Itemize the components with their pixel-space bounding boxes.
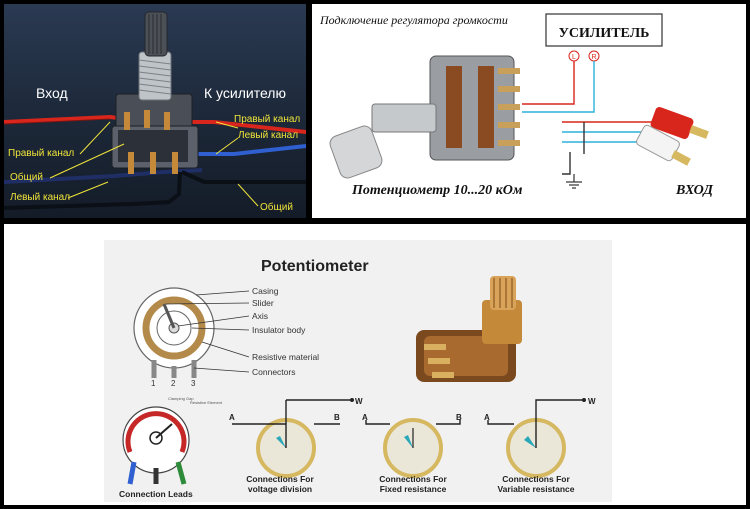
wire-shade: [4, 118, 111, 125]
potentiometer-structure-drawing: Potentiometer Casing Slider Axis Insulat…: [119, 258, 596, 499]
callout-lines: [49, 121, 259, 207]
pot-knob: [329, 125, 383, 179]
resistive-element-label: Resistive Element: [190, 400, 223, 405]
v3-caption-line2: Variable resistance: [497, 484, 574, 494]
pot-photo: [416, 276, 522, 382]
common-input-wire: [4, 171, 182, 210]
v1-caption-line1: Connections For: [246, 474, 314, 484]
pot-pin: [172, 152, 178, 174]
left-channel-output-wire: [194, 144, 306, 156]
pin-2-label: 2: [171, 379, 176, 388]
v1-w-label: W: [355, 397, 363, 406]
callout-casing: Casing: [252, 286, 279, 296]
v2-caption-line2: Fixed resistance: [380, 484, 447, 494]
potentiometer-title: Potentiometer: [261, 258, 369, 275]
volume-control-drawing: Подключение регулятора громкости УСИЛИТЕ…: [319, 13, 713, 198]
wiring-3d-drawing: Вход К усилителю Правый канал Общий Левы…: [4, 11, 306, 213]
pot-bushing: [138, 51, 172, 101]
v1-caption-line2: voltage division: [248, 484, 312, 494]
pot-pin: [124, 112, 130, 130]
input-label: Вход: [36, 85, 68, 101]
pot-pin: [150, 152, 156, 174]
pot-pin: [144, 110, 150, 128]
common-output-wire: [181, 170, 306, 184]
v3-w-label: W: [588, 397, 596, 406]
fixed-resistance-diagram: [365, 418, 461, 478]
left-channel-label-right: Левый канал: [238, 130, 298, 141]
pot-shaft: [144, 11, 168, 57]
input-label: ВХОД: [675, 183, 713, 198]
v2-a-label: A: [362, 413, 368, 422]
potentiometer-figure: Potentiometer Casing Slider Axis Insulat…: [104, 240, 612, 502]
variable-resistance-diagram: [487, 398, 586, 478]
l-marker-text: L: [572, 54, 576, 61]
amplifier-label: УСИЛИТЕЛЬ: [559, 26, 650, 41]
v1-b-label: B: [334, 413, 340, 422]
callout-axis: Axis: [252, 311, 268, 321]
pot-wafer: [446, 66, 462, 148]
to-amplifier-label: К усилителю: [204, 85, 286, 101]
voltage-division-diagram: [232, 398, 354, 478]
ground-symbol: [566, 174, 582, 189]
pot-pin: [164, 112, 170, 130]
potentiometer-structure-panel: Potentiometer Casing Slider Axis Insulat…: [4, 224, 746, 505]
connection-leads-diagram: [122, 406, 190, 485]
r-marker-text: R: [591, 54, 596, 61]
signal-wires: [522, 61, 652, 175]
right-channel-label-left: Правый канал: [8, 148, 74, 159]
connection-leads-label: Connection Leads: [119, 489, 193, 499]
amplifier-box: [545, 13, 663, 47]
volume-control-panel: Подключение регулятора громкости УСИЛИТЕ…: [312, 4, 746, 218]
pot-lugs: [498, 68, 520, 146]
bushing-thread: [138, 59, 172, 95]
v2-b-label: B: [456, 413, 462, 422]
rca-plug-white: [636, 124, 691, 166]
shaft-knurl: [148, 14, 162, 54]
pot-bushing: [371, 103, 437, 133]
pot-cross-section: [133, 287, 215, 378]
pot-wafer: [478, 66, 494, 148]
common-label-left: Общий: [10, 171, 43, 183]
callout-connectors: Connectors: [252, 367, 295, 377]
pin-3-label: 3: [191, 379, 196, 388]
common-label-right: Общий: [260, 201, 293, 213]
pin-1-label: 1: [151, 379, 156, 388]
clamping-gap-label: Clamping Gap: [168, 396, 194, 401]
callout-leaders: [165, 290, 250, 373]
pot-rating-label: Потенциометр 10...20 кОм: [351, 183, 523, 198]
rca-plug-red: [650, 106, 709, 140]
right-channel-label-right: Правый канал: [234, 114, 300, 125]
wiring-3d-panel: Вход К усилителю Правый канал Общий Левы…: [4, 4, 306, 218]
callout-insulator-body: Insulator body: [252, 325, 306, 335]
left-channel-label-left: Левый канал: [10, 192, 70, 203]
v3-a-label: A: [484, 413, 490, 422]
callout-slider: Slider: [252, 298, 274, 308]
v1-a-label: A: [229, 413, 235, 422]
pot-pin: [128, 152, 134, 174]
v3-caption-line1: Connections For: [502, 474, 570, 484]
callout-resistive-material: Resistive material: [252, 352, 319, 362]
v2-caption-line1: Connections For: [379, 474, 447, 484]
volume-control-title: Подключение регулятора громкости: [319, 13, 508, 27]
